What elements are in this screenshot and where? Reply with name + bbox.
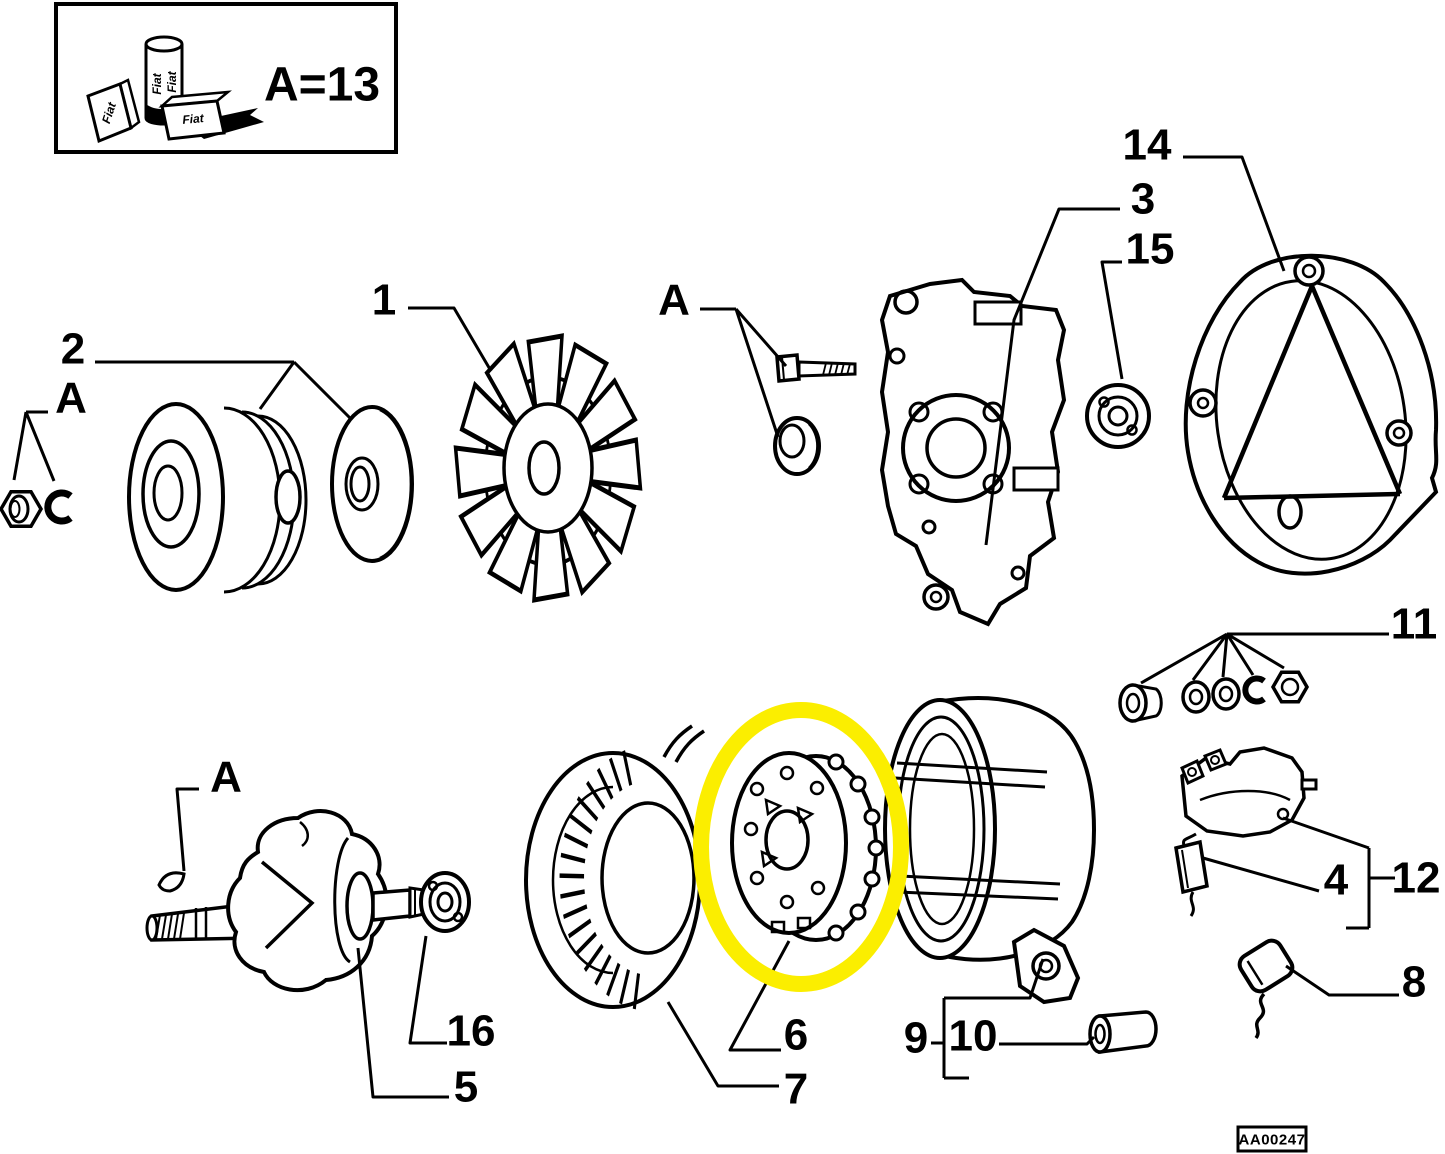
ref-code: AA00247 [1239, 1132, 1306, 1149]
hardware-kit-drawing [1118, 670, 1310, 723]
callout-rear-bearing: 16 [447, 1007, 496, 1056]
legend-box: Fiat Fiat Fiat Fiat A=13 [54, 2, 398, 154]
leader-front-bearing [1100, 260, 1124, 380]
callout-fan: 1 [372, 276, 396, 325]
leader-rear-housing [931, 958, 1045, 1080]
legend-brand-box-left: Fiat [99, 100, 119, 126]
legend-formula: A=13 [264, 59, 380, 112]
leader-rotor [356, 947, 449, 1099]
leader-brush [1202, 856, 1320, 893]
legend-parts-box-right [160, 99, 226, 141]
leader-spacer [999, 1035, 1096, 1046]
callout-pulley-fasteners: A [55, 374, 87, 423]
legend-brand-tube-1: Fiat [150, 72, 164, 94]
leader-rear-bearing [408, 935, 447, 1045]
leader-pulley [95, 360, 353, 421]
callout-hardware-kit: 11 [1391, 600, 1438, 649]
callout-rear-housing: 9 [904, 1014, 928, 1063]
leader-hardware-kit [1140, 632, 1389, 685]
callout-capacitor: 8 [1402, 958, 1426, 1007]
fan-drawing [456, 336, 641, 600]
stator-drawing [524, 724, 705, 1009]
callout-rotor: 5 [454, 1063, 478, 1112]
leader-rear-cover [1183, 155, 1286, 272]
capacitor-drawing [1237, 938, 1295, 1040]
rear-housing-drawing [883, 696, 1097, 1005]
callout-spacer: 10 [949, 1012, 998, 1061]
leader-capacitor [1285, 964, 1399, 997]
brush-drawing [1174, 839, 1209, 917]
callout-mount-bolt: A [658, 276, 690, 325]
callout-regulator: 12 [1392, 854, 1441, 903]
pulley-fasteners-drawing [0, 489, 73, 529]
leader-regulator [1282, 816, 1395, 930]
callout-labels: 1 2 A A 14 3 15 11 4 12 8 A 16 5 6 7 9 1… [55, 121, 1440, 1114]
leader-stator [666, 1001, 779, 1088]
legend-brand-box-right: Fiat [182, 111, 205, 127]
leader-front-bracket [984, 207, 1120, 546]
callout-shaft-key: A [210, 753, 242, 802]
callout-front-bracket: 3 [1131, 175, 1155, 224]
ref-code-box: AA00247 [1236, 1125, 1308, 1153]
rear-cover-drawing [1183, 253, 1439, 576]
pulley-drawing [127, 402, 308, 594]
pulley-washer-drawing [330, 405, 414, 563]
leader-lines [12, 155, 1399, 1099]
highlight-ring [693, 702, 909, 992]
front-bearing-drawing [1085, 383, 1151, 449]
leader-pulley-fasteners [12, 410, 56, 482]
callout-front-bearing: 15 [1126, 225, 1175, 274]
legend-parts-box-left [86, 82, 133, 144]
rear-bearing-drawing [419, 871, 471, 933]
mount-bolt-drawing [775, 353, 857, 383]
bolt-bushing-drawing [773, 416, 821, 476]
leader-mount-bolt [700, 307, 788, 438]
callout-pulley: 2 [61, 325, 85, 374]
callout-rear-cover: 14 [1123, 121, 1172, 170]
front-bracket-drawing [879, 277, 1067, 627]
legend-brand-tube-2: Fiat [165, 70, 179, 92]
callout-brush: 4 [1324, 856, 1349, 905]
leader-fan [408, 306, 493, 372]
callout-stator: 7 [784, 1065, 808, 1114]
leader-shaft-key [175, 787, 199, 872]
rectifier-drawing [730, 751, 885, 942]
regulator-drawing [1180, 746, 1318, 847]
rotor-drawing [145, 809, 426, 993]
shaft-key-drawing [157, 871, 186, 893]
spacer-drawing [1088, 1010, 1158, 1054]
callout-rectifier: 6 [784, 1011, 808, 1060]
